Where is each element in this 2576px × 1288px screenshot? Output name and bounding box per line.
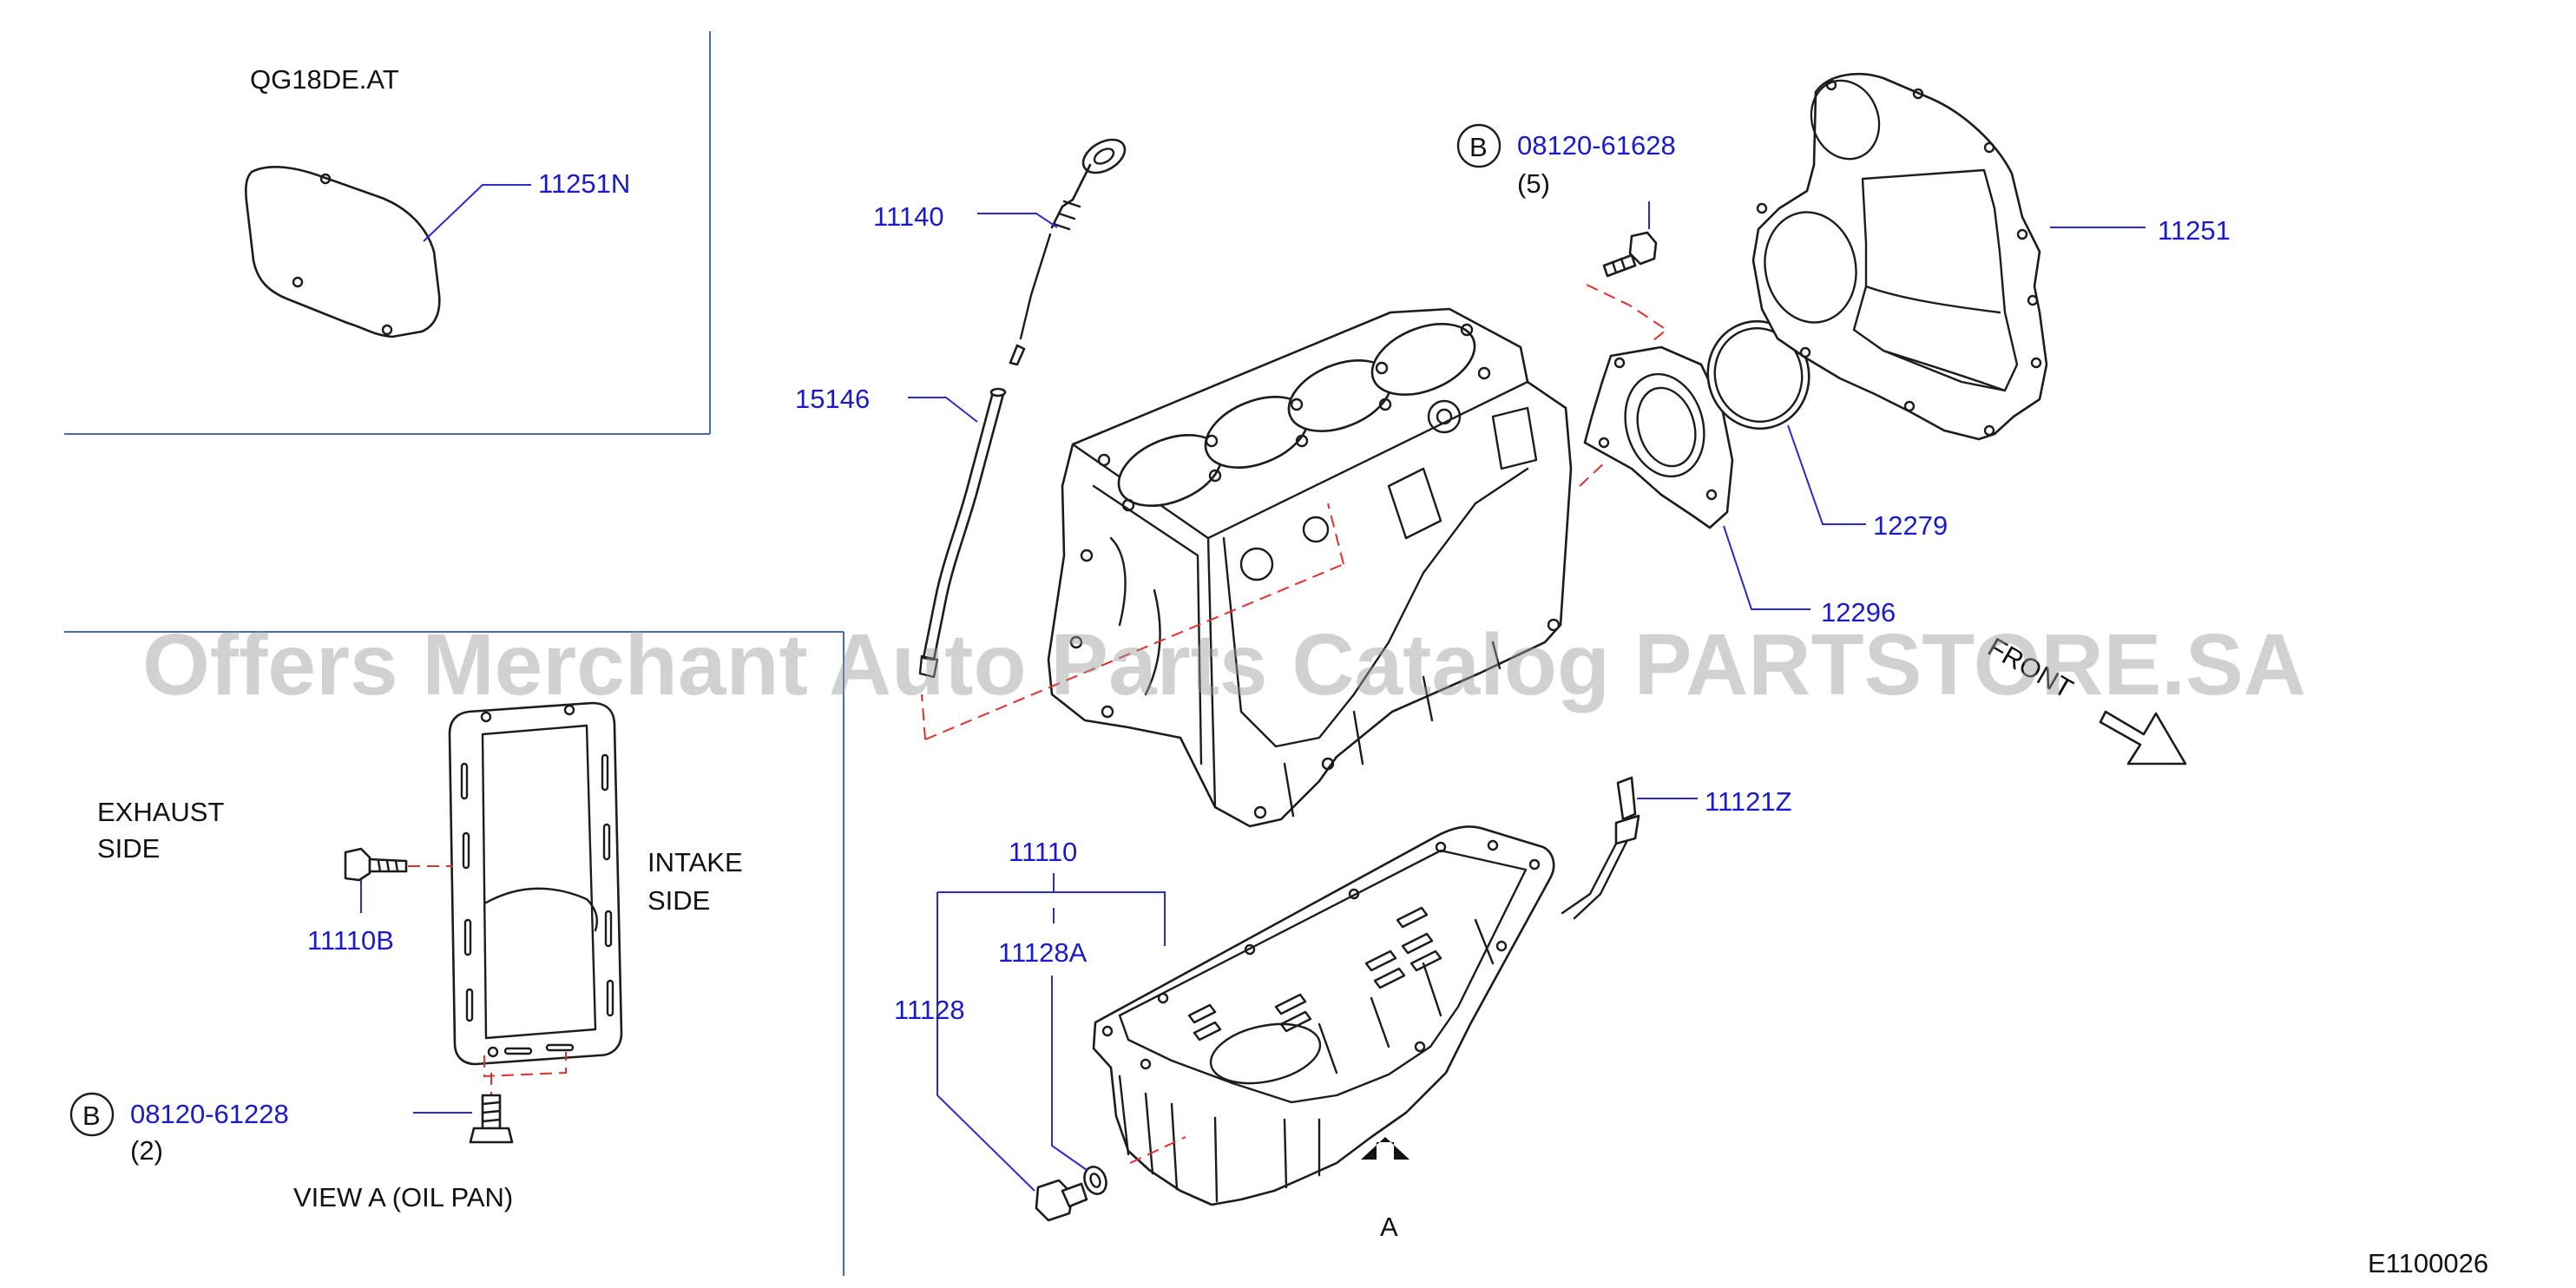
cover-plate-11251n[interactable] bbox=[244, 166, 441, 338]
inset-title: QG18DE.AT bbox=[250, 64, 399, 95]
oil-pan-baffle-slots bbox=[1187, 906, 1442, 1042]
dipstick-guide-15146[interactable] bbox=[918, 387, 1007, 679]
intake-side-label-2: SIDE bbox=[647, 885, 710, 916]
part-11251n-label[interactable]: 11251N bbox=[538, 168, 630, 199]
bolt-hole bbox=[381, 324, 393, 336]
bolt-08120-61228[interactable] bbox=[469, 1094, 514, 1144]
part-11128-label[interactable]: 11128 bbox=[894, 995, 965, 1025]
part-08120-61228-label[interactable]: 08120-61228 bbox=[130, 1099, 289, 1129]
inset-qg18de-at: QG18DE.AT 11251N bbox=[244, 64, 630, 338]
seal-retainer-12296[interactable] bbox=[1583, 345, 1734, 529]
oil-pan-flange-holes bbox=[1101, 839, 1541, 1070]
oil-level-sensor-11121z[interactable] bbox=[1561, 776, 1640, 920]
b-marker-circle bbox=[69, 1092, 115, 1137]
rear-plate-bolt-holes bbox=[1756, 79, 2042, 437]
part-11128a-label[interactable]: 11128A bbox=[998, 937, 1088, 968]
part-11140-label[interactable]: 11140 bbox=[873, 201, 944, 232]
part-11110-label[interactable]: 11110 bbox=[1009, 837, 1077, 867]
main-assembly: 11140 15146 bbox=[795, 71, 2231, 1242]
inset-frames bbox=[64, 31, 844, 1276]
exhaust-side-label-1: EXHAUST bbox=[97, 797, 224, 827]
intake-side-label-1: INTAKE bbox=[647, 847, 743, 877]
b-marker-circle-main bbox=[1456, 123, 1502, 168]
deck-bolt-holes bbox=[1069, 323, 1561, 819]
bolt-08120-61628[interactable] bbox=[1602, 231, 1658, 278]
part-08120-61628-label[interactable]: 08120-61628 bbox=[1517, 130, 1676, 161]
view-a-arrow-icon bbox=[1361, 1137, 1410, 1160]
part-15146-label[interactable]: 15146 bbox=[795, 384, 870, 414]
b-qty-5: (5) bbox=[1517, 168, 1550, 199]
bolt-11110b[interactable] bbox=[344, 847, 408, 882]
oil-pan-gasket-outline[interactable] bbox=[448, 701, 623, 1066]
part-11251-label[interactable]: 11251 bbox=[2158, 215, 2231, 246]
b-marker-letter: B bbox=[82, 1101, 101, 1131]
b-qty-2: (2) bbox=[130, 1135, 163, 1166]
drain-plug-washer-11128a[interactable] bbox=[1081, 1164, 1109, 1197]
rear-plate-11251[interactable] bbox=[1751, 71, 2048, 441]
oil-pan-11110[interactable] bbox=[1092, 825, 1555, 1206]
figure-code: E1100026 bbox=[2368, 1248, 2488, 1278]
part-11110b-label[interactable]: 11110B bbox=[307, 925, 394, 956]
watermark-text: Offers Merchant Auto Parts Catalog PARTS… bbox=[142, 616, 2306, 713]
drain-plug-11128[interactable] bbox=[1035, 1179, 1088, 1222]
bolt-hole bbox=[319, 173, 332, 185]
o-ring-12279[interactable] bbox=[1697, 311, 1821, 439]
view-a-marker: A bbox=[1380, 1212, 1398, 1242]
part-11121z-label[interactable]: 11121Z bbox=[1705, 786, 1792, 817]
b-marker-letter-main: B bbox=[1469, 132, 1488, 162]
exhaust-side-label-2: SIDE bbox=[97, 833, 160, 864]
gasket-slot-holes bbox=[460, 704, 614, 1058]
front-arrow-icon bbox=[2099, 710, 2187, 766]
view-a-caption: VIEW A (OIL PAN) bbox=[293, 1182, 513, 1212]
bolt-hole bbox=[292, 276, 304, 288]
part-12279-label[interactable]: 12279 bbox=[1873, 510, 1948, 541]
inset-view-a-oil-pan: EXHAUST SIDE INTAKE SIDE bbox=[69, 701, 743, 1212]
dipstick-11140[interactable] bbox=[1009, 133, 1131, 366]
part-12296-label[interactable]: 12296 bbox=[1821, 597, 1896, 628]
cylinder-bores bbox=[1117, 323, 1476, 507]
